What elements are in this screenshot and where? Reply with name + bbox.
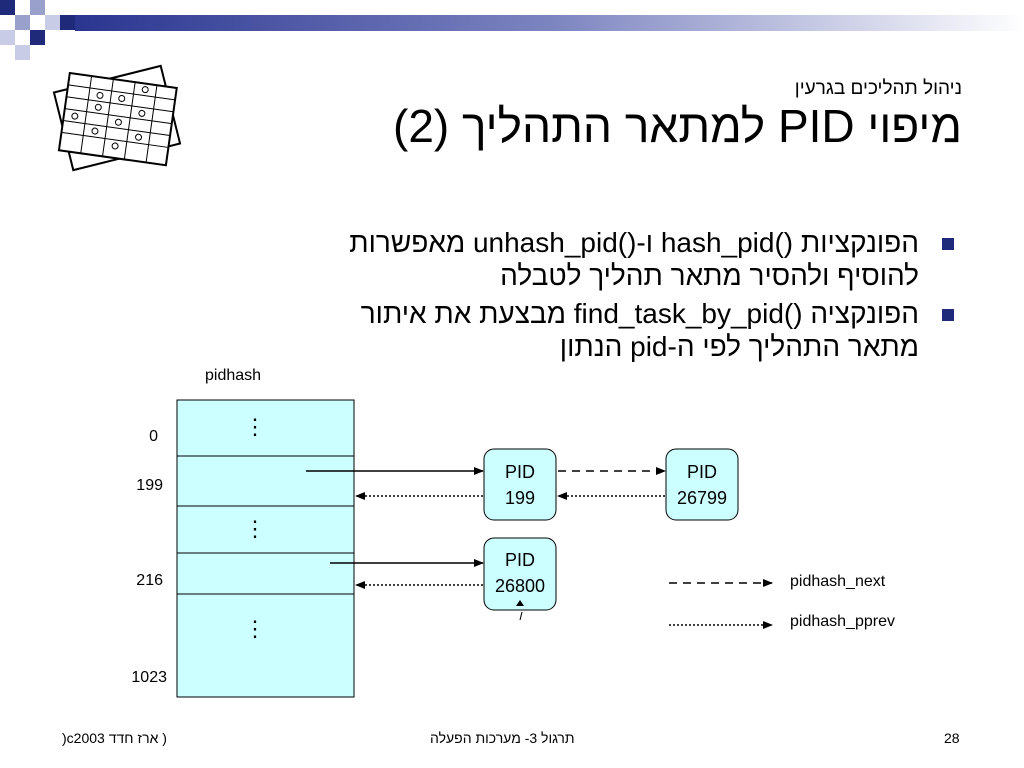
bullet-line: מתאר התהליך לפי ה-pid הנתון	[559, 331, 919, 362]
pid-node-label: PID	[687, 462, 717, 482]
bullet-list: הפונקציות ()hash_pid ו-()unhash_pid מאפש…	[100, 226, 959, 368]
pid-node-value: 26800	[495, 576, 545, 596]
table-ellipsis: ⋮	[244, 616, 266, 641]
table-label: pidhash	[205, 367, 261, 384]
footer-copyright: )c2003 ארז חדד )	[62, 730, 167, 746]
row-index: 216	[136, 572, 163, 589]
table-row-dividers	[177, 455, 354, 595]
pid-node-value: 26799	[677, 488, 727, 508]
table-ellipsis: ⋮	[244, 516, 266, 541]
pid-node-label: PID	[505, 550, 535, 570]
node-self-arrow	[519, 611, 523, 621]
slide-subtitle: ניהול תהליכים בגרעין	[794, 78, 962, 99]
slide-title: מיפוי PID למתאר התהליך (2)	[393, 100, 962, 152]
legend-label: pidhash_pprev	[790, 613, 895, 630]
bullet-square-icon	[942, 309, 954, 321]
bullet-line: הפונקציות ()hash_pid ו-()unhash_pid מאפש…	[349, 227, 919, 258]
table-ellipsis: ⋮	[244, 414, 266, 439]
row-index: 1023	[131, 669, 167, 686]
spreadsheet-icon	[52, 64, 182, 172]
pid-node	[483, 537, 557, 611]
title-block: ניהול תהליכים בגרעין מיפוי PID למתאר התה…	[393, 78, 962, 152]
bullet-line: הפונקציה ()find_task_by_pid מבצעת את אית…	[360, 298, 919, 329]
pid-node-value: 199	[505, 488, 535, 508]
pid-node	[483, 448, 557, 521]
pid-node	[665, 448, 739, 521]
pid-node-label: PID	[505, 462, 535, 482]
footer-page-number: 28	[944, 730, 960, 746]
node-self-arrow-head	[516, 600, 524, 606]
header-decoration	[0, 0, 1024, 60]
bullet-square-icon	[942, 238, 954, 250]
bullet-item: הפונקציה ()find_task_by_pid מבצעת את אית…	[100, 297, 959, 363]
footer-course: תרגול 3- מערכות הפעלה	[430, 730, 575, 746]
bullet-item: הפונקציות ()hash_pid ו-()unhash_pid מאפש…	[100, 226, 959, 292]
bullet-line: להוסיף ולהסיר מתאר תהליך לטבלה	[500, 260, 919, 291]
legend-label: pidhash_next	[790, 573, 886, 590]
row-index: 0	[149, 428, 158, 445]
row-index: 199	[136, 477, 163, 494]
pidhash-table	[176, 399, 355, 698]
